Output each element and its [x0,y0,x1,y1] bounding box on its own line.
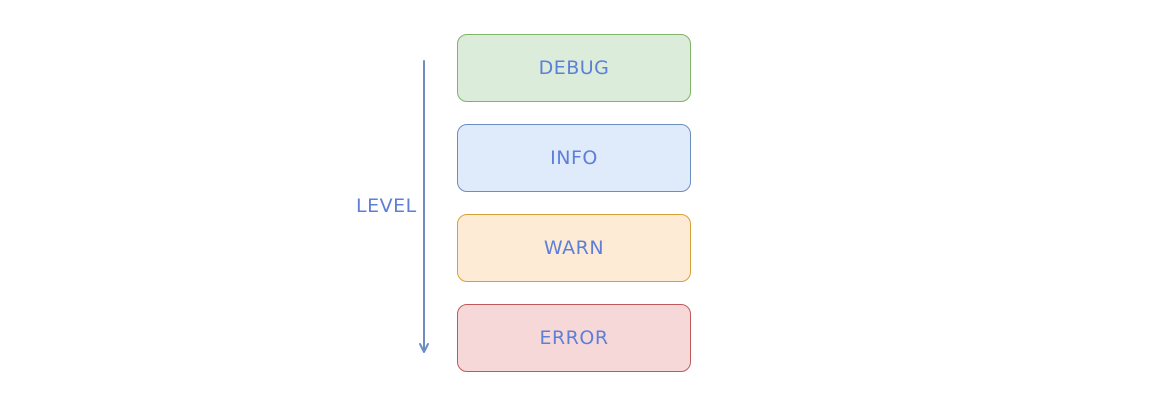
level-box-debug: DEBUG [457,34,691,102]
level-box-error: ERROR [457,304,691,372]
level-label-info: INFO [550,147,598,169]
level-box-info: INFO [457,124,691,192]
level-box-warn: WARN [457,214,691,282]
axis-label-level: LEVEL [356,195,417,217]
level-label-error: ERROR [539,327,609,349]
arrow-head-icon [419,343,429,353]
level-label-debug: DEBUG [538,57,610,79]
level-label-warn: WARN [543,237,605,259]
